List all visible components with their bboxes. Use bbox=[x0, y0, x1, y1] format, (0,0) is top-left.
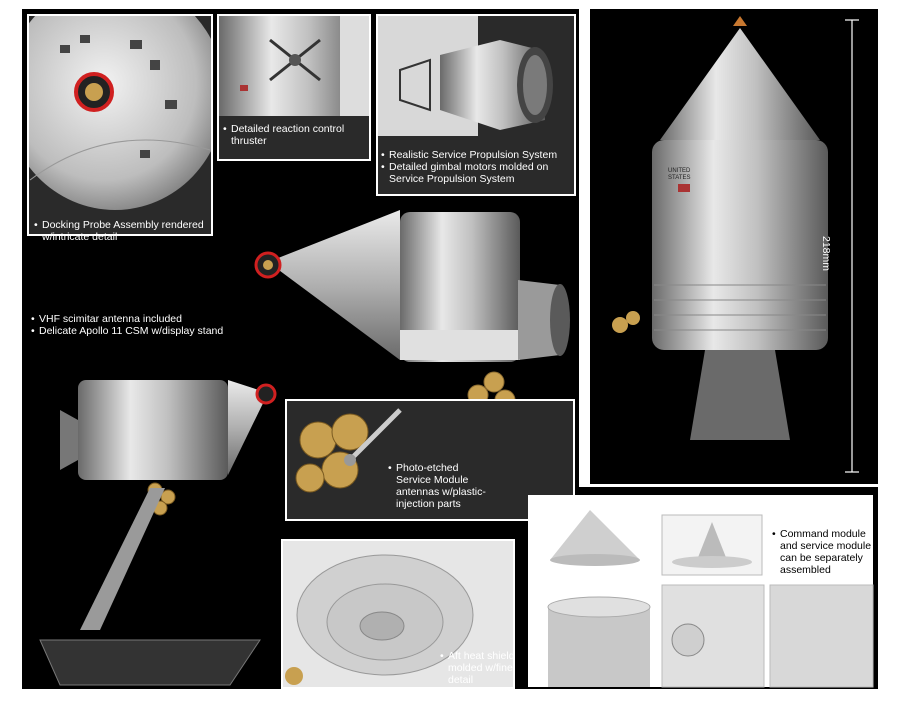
flag-text: UNITED STATES bbox=[668, 168, 691, 181]
callout-separate: •Command module and service module can b… bbox=[772, 528, 872, 576]
callout-docking: •Docking Probe Assembly rendered w/intri… bbox=[34, 219, 204, 243]
callout-vhf: •VHF scimitar antenna included •Delicate… bbox=[31, 313, 224, 337]
reaction-thruster-inset bbox=[217, 14, 371, 161]
antennas-inset bbox=[285, 399, 575, 521]
docking-probe-inset bbox=[27, 14, 213, 236]
csm-model-tall bbox=[612, 16, 828, 440]
callout-aft: •Aft heat shield molded w/fine detail bbox=[440, 650, 515, 686]
propulsion-inset bbox=[376, 14, 576, 196]
callout-antennas: •Photo-etched Service Module antennas w/… bbox=[388, 462, 486, 510]
dimension-line bbox=[845, 19, 859, 473]
callout-propulsion: •Realistic Service Propulsion System •De… bbox=[381, 149, 558, 185]
thumb-panel bbox=[769, 584, 874, 688]
heat-shield-inset bbox=[281, 539, 515, 689]
csm-model-stand bbox=[39, 380, 277, 686]
csm-model-center bbox=[254, 210, 570, 421]
dimension-label: 218mm bbox=[820, 236, 832, 272]
thumb-hatch bbox=[661, 584, 765, 688]
callout-reaction: •Detailed reaction control thruster bbox=[223, 123, 345, 147]
thumb-probe bbox=[661, 514, 763, 576]
